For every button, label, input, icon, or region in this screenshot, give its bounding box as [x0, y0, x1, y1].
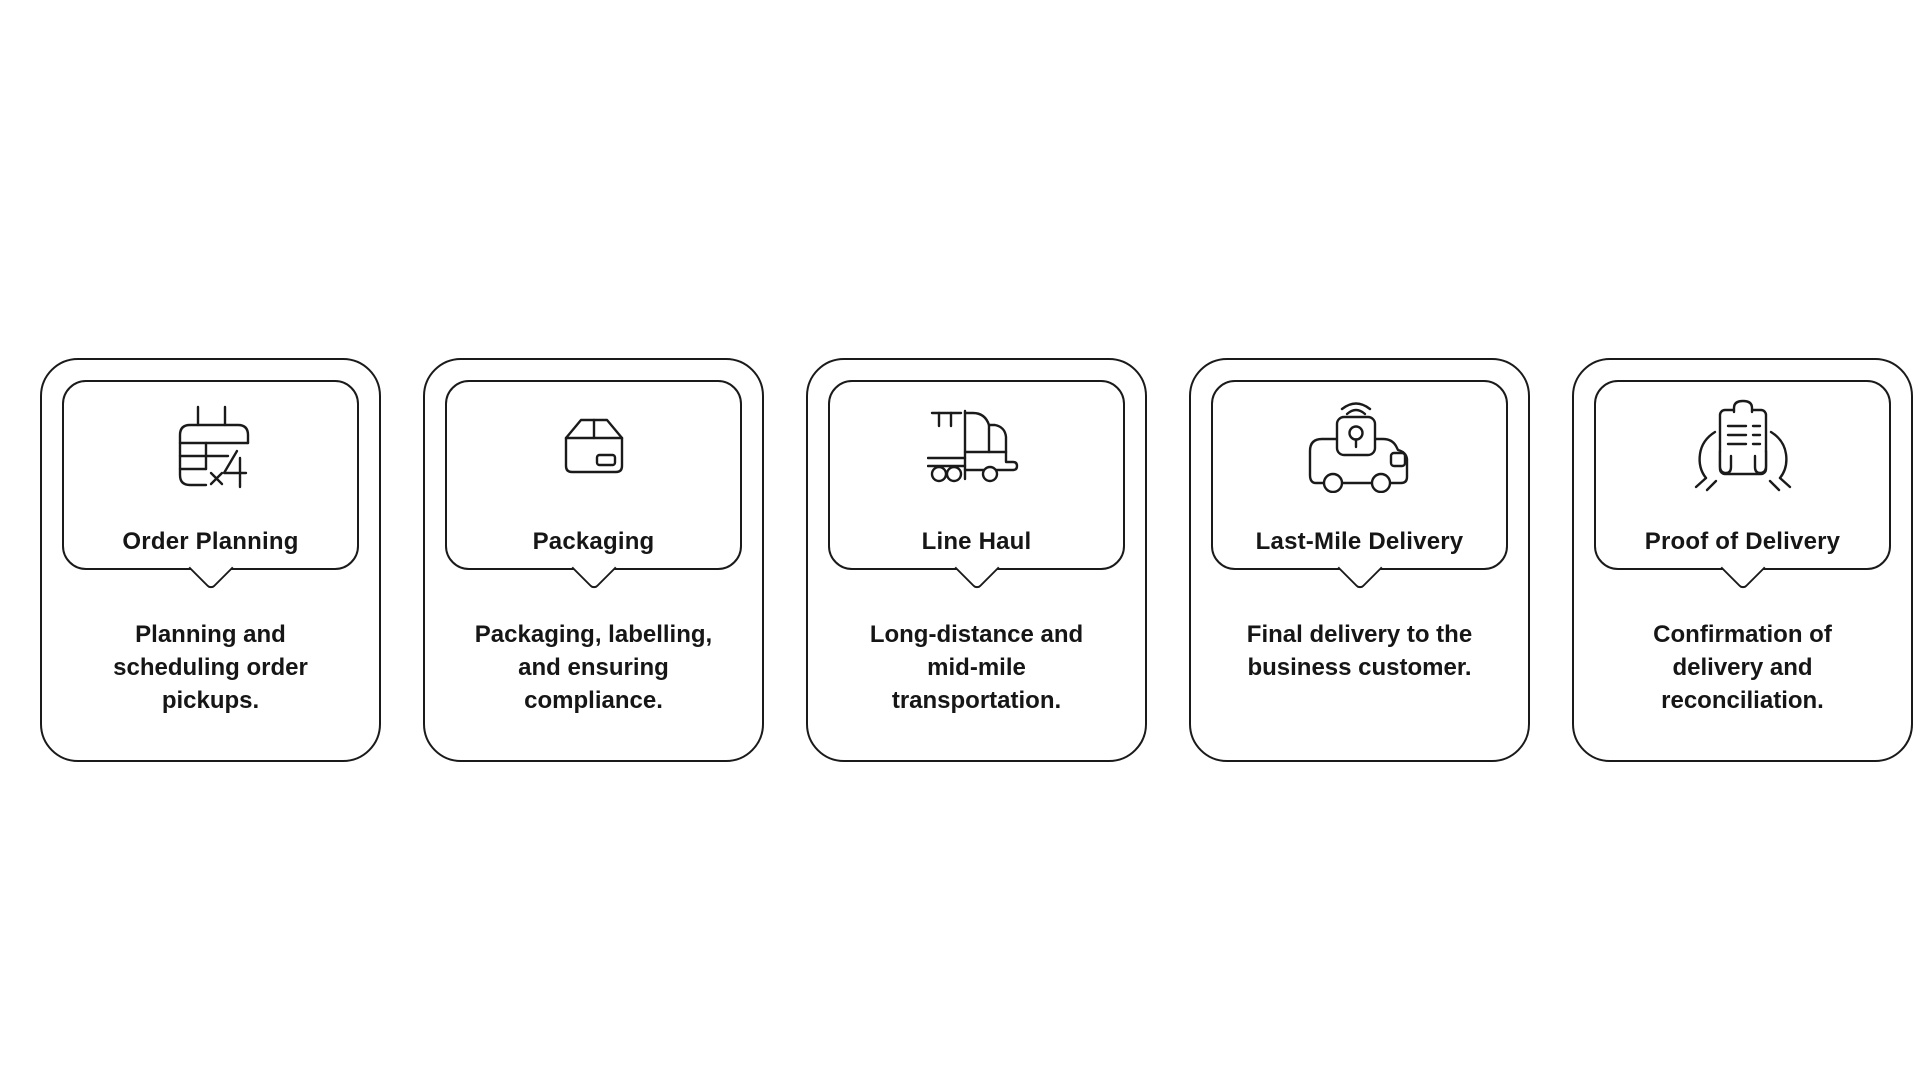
step-title: Line Haul — [921, 528, 1032, 555]
package-box-icon — [564, 418, 623, 474]
icon-box — [555, 396, 633, 494]
step-description: Long-distance and mid-mile transportatio… — [869, 621, 1084, 714]
hands-holding-clipboard-icon — [1694, 399, 1791, 492]
calendar-x4-icon — [178, 405, 249, 489]
tracked-delivery-van-icon — [1308, 402, 1408, 493]
step-card-proof-of-delivery: Proof of Delivery Confirmation of delive… — [1572, 358, 1913, 762]
step-card-line-haul: Line Haul Long-distance and mid-mile tra… — [806, 358, 1147, 762]
step-title: Proof of Delivery — [1644, 528, 1841, 555]
step-bubble: Proof of Delivery — [1594, 380, 1891, 591]
step-title: Packaging — [532, 528, 655, 555]
step-bubble: Packaging — [445, 380, 742, 591]
step-bubble: Line Haul — [828, 380, 1125, 591]
step-card-order-planning: Order Planning Planning and scheduling o… — [40, 358, 381, 762]
step-card-packaging: Packaging Packaging, labelling, and ensu… — [423, 358, 764, 762]
step-title: Last-Mile Delivery — [1255, 528, 1464, 555]
semi-truck-icon — [926, 409, 1018, 483]
icon-box — [1307, 396, 1413, 494]
process-steps-row: Order Planning Planning and scheduling o… — [40, 358, 1913, 762]
step-title: Order Planning — [122, 528, 299, 555]
step-description: Planning and scheduling order pickups. — [113, 621, 308, 714]
icon-box — [166, 396, 256, 494]
step-card-last-mile-delivery: Last-Mile Delivery Final delivery to the… — [1189, 358, 1530, 762]
step-bubble: Last-Mile Delivery — [1211, 380, 1508, 591]
step-bubble: Order Planning — [62, 380, 359, 591]
step-description: Packaging, labelling, and ensuring compl… — [474, 621, 713, 714]
icon-box — [1693, 396, 1793, 494]
step-description: Final delivery to the business customer. — [1246, 621, 1473, 681]
step-description: Confirmation of delivery and reconciliat… — [1653, 621, 1832, 714]
icon-box — [926, 396, 1027, 494]
